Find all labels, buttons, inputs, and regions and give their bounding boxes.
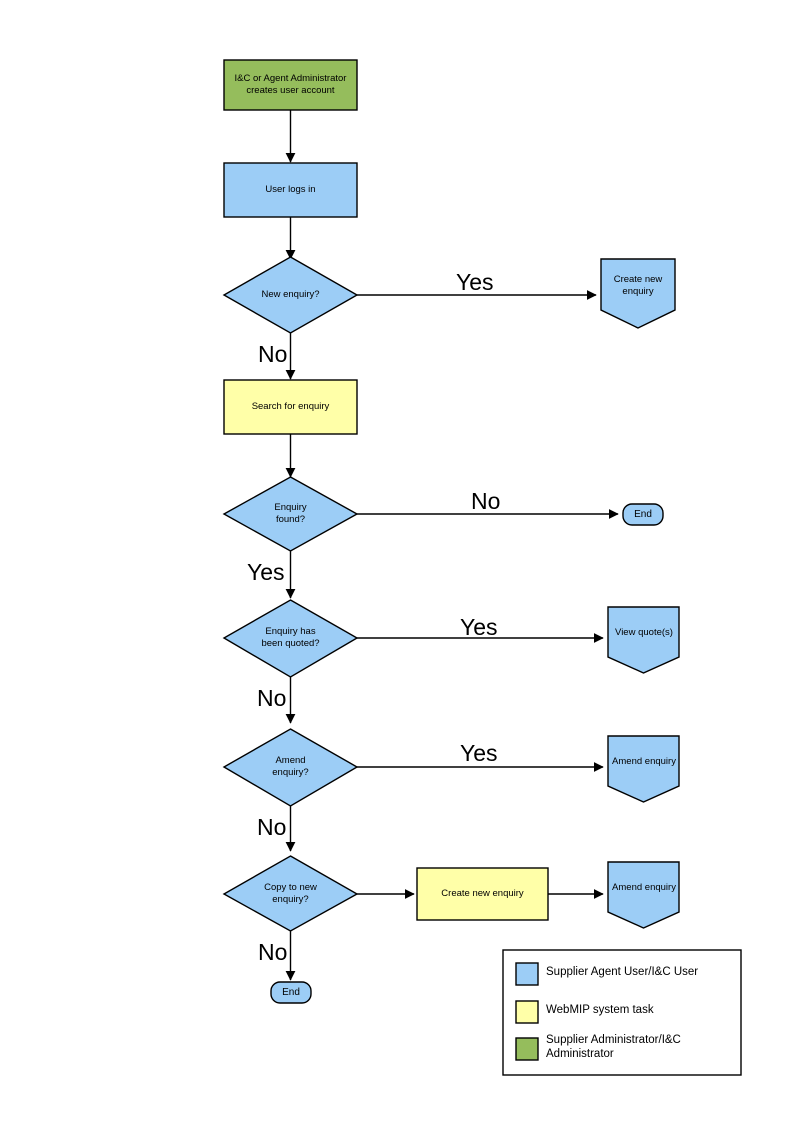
branch-label-enquiry-quoted-no: No xyxy=(257,685,287,711)
node-create-new-enquiry-bottom[interactable] xyxy=(416,867,549,921)
node-enquiry-quoted-decision[interactable] xyxy=(222,599,359,678)
node-amend-enquiry-decision[interactable] xyxy=(222,728,359,807)
label-end-found: End xyxy=(634,509,652,520)
legend-label-system: WebMIP system task xyxy=(546,1004,654,1016)
node-end-final[interactable] xyxy=(270,981,312,1004)
branch-label-new-enquiry-no: No xyxy=(258,341,288,367)
node-user-logs-in[interactable] xyxy=(223,162,358,218)
branch-label-amend-enquiry-yes: Yes xyxy=(460,740,498,766)
legend-swatch-system xyxy=(515,1000,539,1024)
branch-label-enquiry-quoted-yes: Yes xyxy=(460,614,498,640)
branch-label-enquiry-found-no: No xyxy=(471,488,501,514)
legend-swatch-admin xyxy=(515,1037,539,1061)
legend-label-user: Supplier Agent User/I&C User xyxy=(546,966,699,978)
node-new-enquiry-decision[interactable] xyxy=(222,256,359,334)
node-view-quotes[interactable] xyxy=(607,606,680,674)
node-copy-to-new-decision[interactable] xyxy=(222,855,359,932)
branch-label-amend-enquiry-no: No xyxy=(257,814,287,840)
node-amend-enquiry-bottom[interactable] xyxy=(607,861,680,929)
node-admin-creates-account[interactable] xyxy=(223,59,358,111)
legend-swatch-user xyxy=(515,962,539,986)
node-search-for-enquiry[interactable] xyxy=(223,379,358,435)
node-amend-enquiry-mid[interactable] xyxy=(607,735,680,803)
node-create-new-enquiry-top[interactable] xyxy=(600,258,676,329)
branch-label-copy-to-new-no: No xyxy=(258,939,288,965)
node-enquiry-found-decision[interactable] xyxy=(222,476,359,552)
branch-label-new-enquiry-yes: Yes xyxy=(456,269,494,295)
legend-panel xyxy=(502,949,742,1076)
connector-group xyxy=(285,110,619,981)
label-end-final: End xyxy=(282,987,300,998)
branch-label-enquiry-found-yes: Yes xyxy=(247,559,285,585)
legend-label-admin: Supplier Administrator/I&C Administrator xyxy=(546,1034,681,1060)
node-end-found[interactable] xyxy=(622,503,664,526)
